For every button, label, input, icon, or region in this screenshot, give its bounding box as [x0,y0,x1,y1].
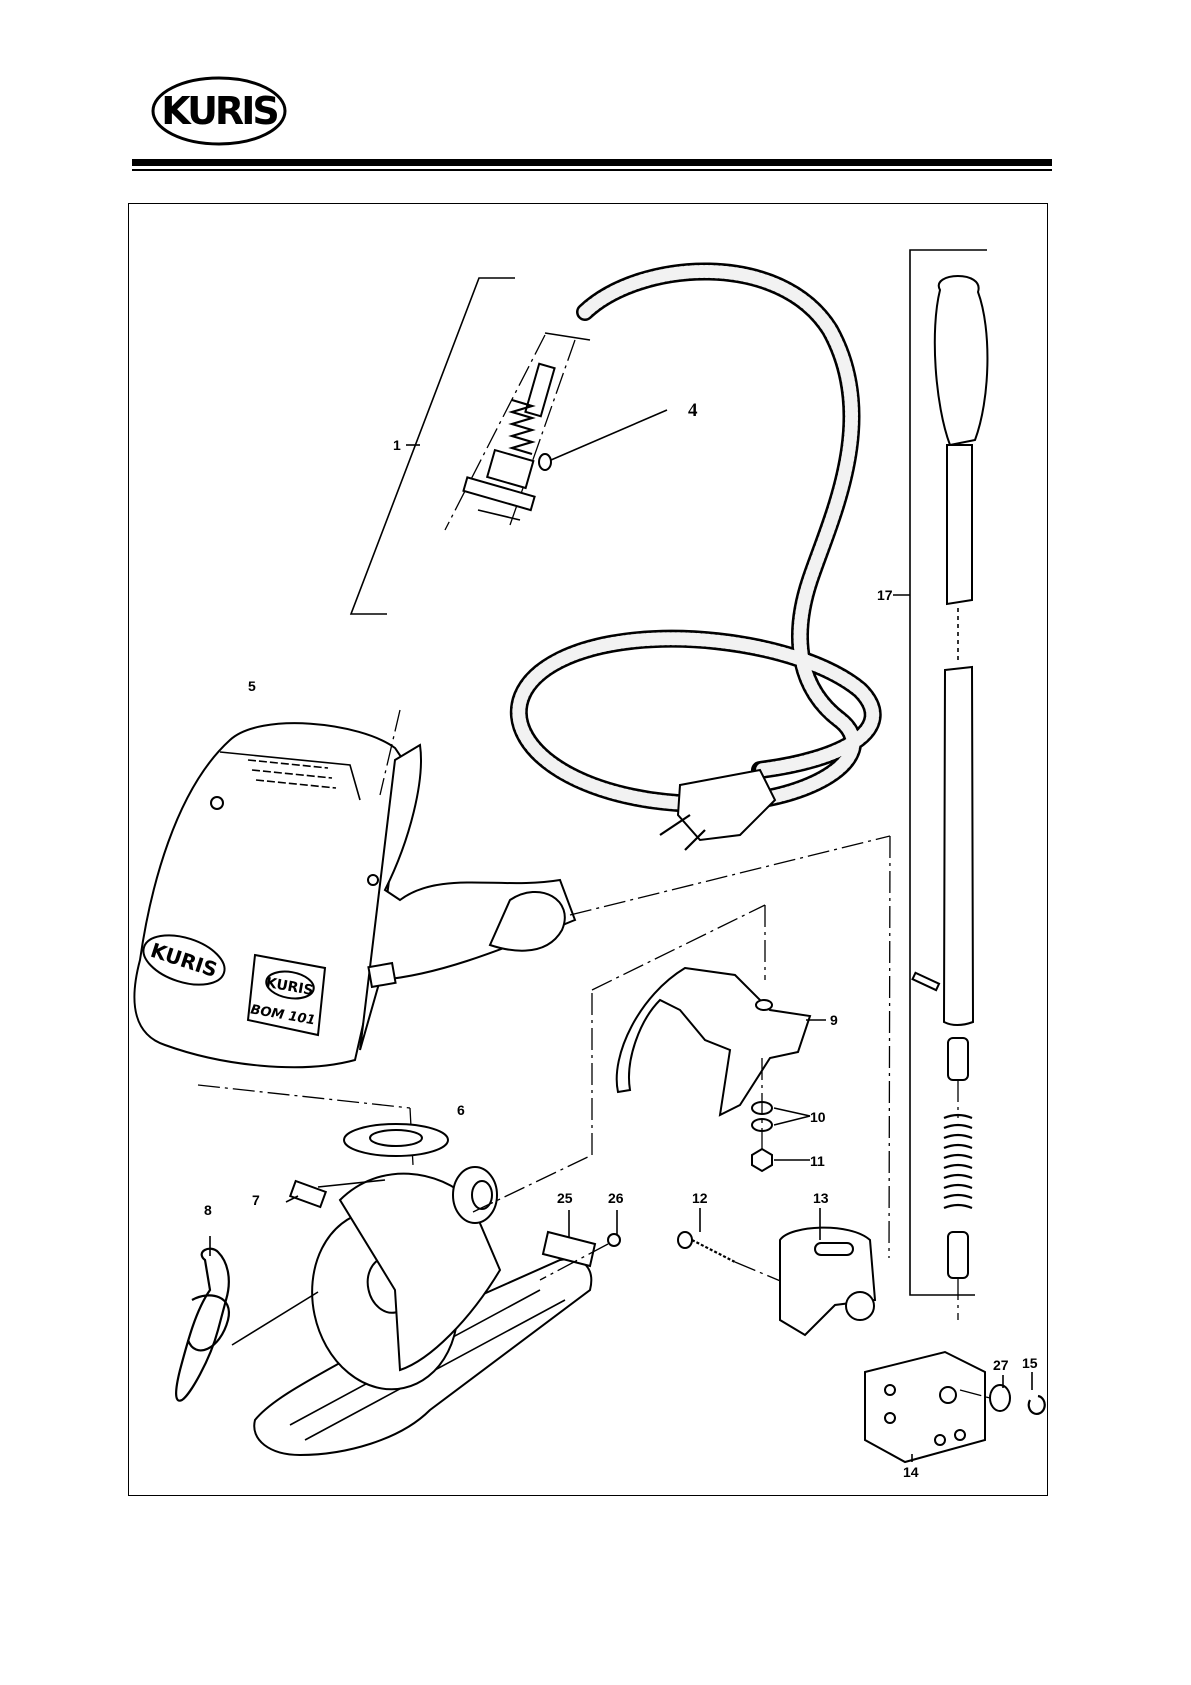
rod-tip [948,1038,968,1080]
callout-10: 10 [810,1109,826,1125]
block-14 [865,1352,985,1462]
callout-13: 13 [813,1190,829,1206]
motor-switch [368,963,395,987]
callout-1: 1 [393,437,401,453]
callout-14: 14 [903,1464,919,1480]
callout-8: 8 [204,1202,212,1218]
power-cable [519,271,873,804]
callout-27: 26 [608,1190,624,1206]
callout-4: 4 [688,400,698,421]
callout-17: 17 [877,587,893,603]
callout-5: 5 [248,678,256,694]
bolt-12 [678,1208,790,1285]
rod-upper-section [947,445,972,604]
clip-15 [1029,1372,1045,1414]
clamp-13 [780,1208,875,1335]
callout-25: 25 [557,1190,573,1206]
washers-10 [752,1102,810,1131]
rod-lower-section [944,667,973,1025]
wire-guard-8 [176,1236,318,1401]
guard-bracket-9 [617,968,826,1115]
rod-knob [935,276,988,445]
rod-pin [913,973,940,990]
callout-26: 27 [993,1357,1009,1373]
callout-11: 11 [810,1153,825,1169]
rod-end-fitting [948,1232,968,1278]
plate-25 [543,1210,595,1266]
carbon-brush-holder [445,333,590,530]
callout-12: 12 [692,1190,708,1206]
brush-screw [539,410,667,470]
callout-6: 6 [457,1102,465,1118]
callout-15: 15 [1022,1355,1038,1371]
lift-rod-assembly [893,250,987,1320]
rod-spring [944,1115,972,1208]
callout-9: 9 [830,1012,838,1028]
callout-7: 7 [252,1192,260,1208]
